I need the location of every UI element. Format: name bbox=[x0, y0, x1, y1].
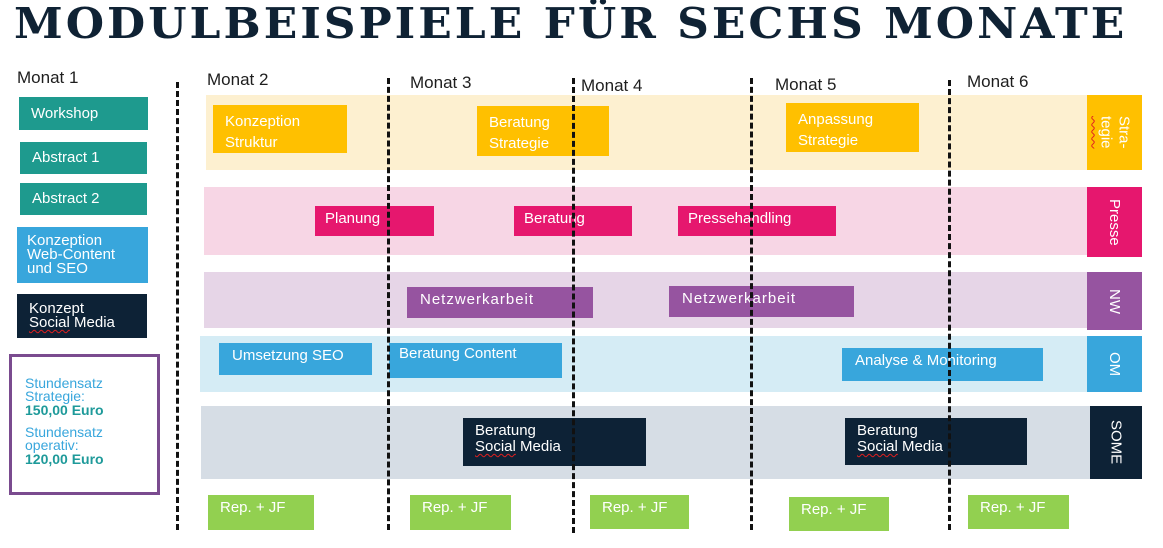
konzeption-line-3: und SEO bbox=[27, 260, 88, 277]
item-line-1: Konzeption bbox=[225, 113, 301, 130]
some-item-beratung-social-media-2: Beratung Social Media bbox=[845, 418, 1027, 465]
rate-strategie-value: 150,00 Euro bbox=[25, 402, 104, 418]
lane-label-presse: Presse bbox=[1087, 187, 1142, 257]
item-line-2: Struktur bbox=[225, 134, 278, 151]
item-line-1: Beratung bbox=[475, 422, 536, 439]
item-line-2: Strategie bbox=[489, 135, 550, 152]
lane-nw bbox=[204, 272, 1090, 328]
lane-label-strategie-line-1: Stra- bbox=[1115, 116, 1133, 149]
presse-item-planung: Planung bbox=[315, 206, 434, 236]
om-item-umsetzung-seo: Umsetzung SEO bbox=[219, 343, 372, 375]
rate-operativ-label-2: operativ: bbox=[25, 437, 79, 453]
lane-strategie bbox=[206, 95, 1090, 170]
nw-item-netzwerkarbeit-1: Netzwerkarbeit bbox=[407, 287, 593, 318]
lane-label-strategie-text: Stra-tegie bbox=[1097, 116, 1133, 149]
report-box-month-2: Rep. + JF bbox=[410, 495, 511, 530]
abstract-2-label: Abstract 2 bbox=[32, 190, 100, 207]
item-line-2: Social Media bbox=[475, 439, 634, 455]
lane-label-some: SOME bbox=[1090, 406, 1142, 479]
item-media-word: Media bbox=[897, 438, 943, 455]
rate-operativ-label-1: Stundensatz bbox=[25, 424, 103, 440]
konzept-line-1: Konzept bbox=[29, 300, 85, 317]
konzept-social-media-box: Konzept Social Media bbox=[17, 294, 147, 338]
strategie-item-anpassung-strategie: Anpassung Strategie bbox=[786, 103, 919, 152]
item-label: Planung bbox=[325, 210, 381, 227]
month-divider-3 bbox=[572, 78, 575, 533]
lane-label-strategie: Stra-tegie bbox=[1087, 95, 1142, 170]
konzeption-line-2: Web-Content bbox=[27, 246, 116, 263]
report-label: Rep. + JF bbox=[422, 499, 488, 516]
konzeption-web-content-box: Konzeption Web-Content und SEO bbox=[17, 227, 148, 283]
report-label: Rep. + JF bbox=[602, 499, 668, 516]
item-label: Pressehandling bbox=[688, 210, 792, 227]
abstract-1-label: Abstract 1 bbox=[32, 149, 100, 166]
lane-label-nw-text: NW bbox=[1106, 288, 1123, 314]
lane-label-om: OM bbox=[1087, 336, 1142, 392]
lane-label-presse-text: Presse bbox=[1106, 198, 1123, 246]
lane-label-nw: NW bbox=[1087, 272, 1142, 330]
month-divider-5 bbox=[948, 80, 951, 530]
rate-strategie-label-2: Strategie: bbox=[25, 388, 85, 404]
lane-label-some-text: SOME bbox=[1107, 420, 1125, 465]
report-label: Rep. + JF bbox=[980, 499, 1046, 516]
item-line-1: Anpassung bbox=[798, 111, 874, 128]
month-divider-1 bbox=[176, 82, 179, 530]
item-social-word: Social bbox=[475, 438, 516, 455]
konzept-media-word: Media bbox=[69, 314, 115, 331]
om-item-analyse-monitoring: Analyse & Monitoring bbox=[842, 348, 1043, 381]
nw-item-netzwerkarbeit-2: Netzwerkarbeit bbox=[669, 286, 854, 317]
month-divider-4 bbox=[750, 78, 753, 530]
month-3-label: Monat 3 bbox=[410, 73, 472, 92]
item-media-word: Media bbox=[515, 438, 561, 455]
item-line-2: Strategie bbox=[798, 132, 859, 149]
month-1-label: Monat 1 bbox=[17, 68, 79, 87]
month-divider-2 bbox=[387, 78, 390, 530]
item-line-1: Beratung bbox=[857, 422, 918, 439]
hourly-rates-box: Stundensatz Strategie: 150,00 Euro Stund… bbox=[9, 354, 160, 495]
item-label: Analyse & Monitoring bbox=[855, 352, 997, 369]
month-5-label: Monat 5 bbox=[775, 75, 837, 94]
item-label: Beratung bbox=[524, 210, 585, 227]
month-6-label: Monat 6 bbox=[967, 72, 1029, 91]
report-label: Rep. + JF bbox=[220, 499, 286, 516]
om-item-beratung-content: Beratung Content bbox=[389, 343, 562, 378]
rate-strategie-label-1: Stundensatz bbox=[25, 375, 103, 391]
month-4-label: Monat 4 bbox=[581, 76, 643, 95]
report-label: Rep. + JF bbox=[801, 501, 867, 518]
item-social-word: Social bbox=[857, 438, 898, 455]
item-label: Netzwerkarbeit bbox=[420, 291, 535, 308]
some-item-beratung-social-media-1: Beratung Social Media bbox=[463, 418, 646, 466]
konzeption-line-1: Konzeption bbox=[27, 232, 103, 249]
item-label: Netzwerkarbeit bbox=[682, 290, 797, 307]
workshop-label: Workshop bbox=[31, 104, 99, 122]
item-label: Umsetzung SEO bbox=[232, 347, 344, 364]
report-box-month-3: Rep. + JF bbox=[590, 495, 689, 529]
report-box-month-4: Rep. + JF bbox=[789, 497, 889, 531]
abstract-1-box: Abstract 1 bbox=[20, 142, 147, 174]
page-title: MODULBEISPIELE FÜR SECHS MONATE bbox=[14, 0, 1128, 49]
item-line-1: Beratung bbox=[489, 114, 550, 131]
presse-item-pressehandling: Pressehandling bbox=[678, 206, 836, 236]
month-2-label: Monat 2 bbox=[207, 70, 269, 89]
konzept-social-word: Social bbox=[29, 314, 70, 331]
report-box-month-5: Rep. + JF bbox=[968, 495, 1069, 529]
strategie-item-konzeption-struktur: Konzeption Struktur bbox=[213, 105, 347, 153]
lane-label-strategie-line-2: tegie bbox=[1097, 116, 1115, 149]
rate-operativ-value: 120,00 Euro bbox=[25, 451, 104, 467]
konzept-line-2: Social Media bbox=[29, 314, 135, 331]
workshop-box: Workshop bbox=[19, 97, 148, 130]
item-line-2: Social Media bbox=[857, 439, 1015, 455]
item-label: Beratung Content bbox=[399, 345, 517, 362]
abstract-2-box: Abstract 2 bbox=[20, 183, 147, 215]
strategie-item-beratung-strategie: Beratung Strategie bbox=[477, 106, 609, 156]
lane-label-om-text: OM bbox=[1106, 351, 1123, 377]
report-box-month-1: Rep. + JF bbox=[208, 495, 314, 530]
